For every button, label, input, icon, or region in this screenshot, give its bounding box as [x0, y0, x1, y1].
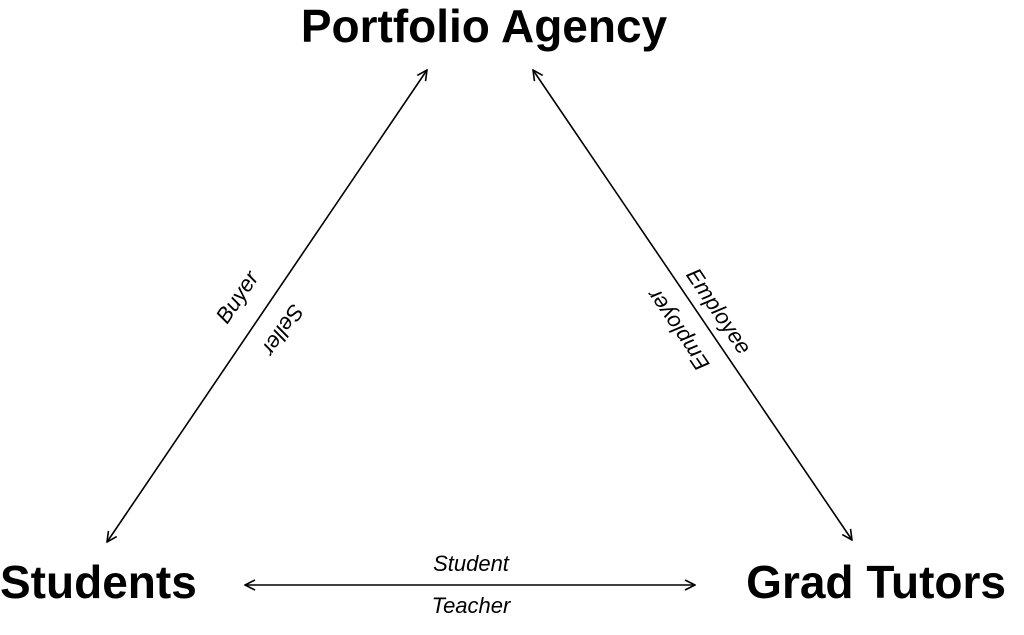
edge-label-buyer: Buyer — [211, 265, 265, 328]
node-grad-tutors: Grad Tutors — [746, 556, 1006, 608]
edge-label-teacher: Teacher — [432, 593, 512, 618]
edge-agency-tutors-arrow — [533, 70, 852, 540]
node-portfolio-agency: Portfolio Agency — [301, 0, 668, 52]
edge-label-seller: Seller — [256, 300, 309, 362]
edge-students-agency-arrow — [107, 70, 427, 542]
edge-label-student: Student — [433, 551, 510, 576]
node-students: Students — [0, 556, 197, 608]
